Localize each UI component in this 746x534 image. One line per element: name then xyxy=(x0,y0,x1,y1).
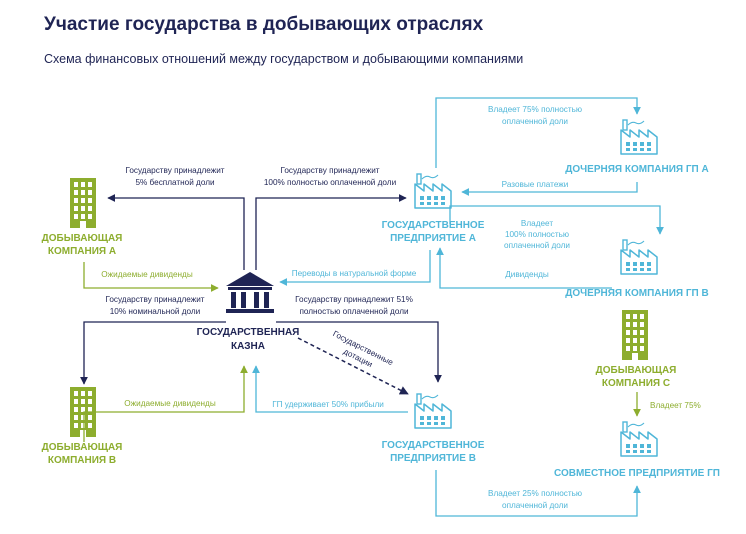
sub-a-label: ДОЧЕРНЯЯ КОМПАНИЯ ГП А xyxy=(565,164,709,175)
edge-se-a-to-sub-b xyxy=(449,205,664,235)
edge-sub-a-payments xyxy=(461,182,638,196)
edge-gov-to-company-b xyxy=(80,321,226,385)
page-subtitle: Схема финансовых отношений между государ… xyxy=(44,52,524,66)
se-b-factory-icon xyxy=(414,393,452,429)
edge-gov-to-se-b xyxy=(276,321,442,383)
edge-gov-to-company-a xyxy=(107,194,245,270)
treasury-icon xyxy=(226,272,274,313)
page-title: Участие государства в добывающих отрасля… xyxy=(44,14,484,35)
edge-se-a-to-sub-a xyxy=(435,97,641,168)
label-one-time-payments: Разовые платежи xyxy=(502,180,569,189)
edge-company-b-dividends xyxy=(83,365,248,442)
edge-in-kind-transfers xyxy=(279,250,431,286)
label-retains-50: ГП удерживает 50% прибыли xyxy=(272,400,384,409)
sub-b-label: ДОЧЕРНЯЯ КОМПАНИЯ ГП В xyxy=(565,288,709,299)
sub-b-factory-icon xyxy=(620,239,658,275)
jv-factory-icon xyxy=(620,421,658,457)
se-a-factory-icon xyxy=(414,173,452,209)
company-c-building-icon xyxy=(622,310,648,360)
edge-company-a-dividends xyxy=(83,262,219,292)
edge-gov-to-se-a xyxy=(255,194,407,270)
jv-label: СОВМЕСТНОЕ ПРЕДПРИЯТИЕ ГП xyxy=(554,468,720,479)
label-gov-owns-51: Государству принадлежит 51%полностью опл… xyxy=(295,295,413,316)
sub-a-factory-icon xyxy=(620,119,658,155)
company-a-building-icon xyxy=(70,178,96,228)
label-in-kind: Переводы в натуральной форме xyxy=(292,269,417,278)
label-expected-dividends-b: Ожидаемые дивиденды xyxy=(124,399,216,408)
label-dividends: Дивиденды xyxy=(505,270,549,279)
edge-sub-b-dividends xyxy=(436,247,612,289)
label-expected-dividends-a: Ожидаемые дивиденды xyxy=(101,270,193,279)
edge-se-b-to-jv xyxy=(435,470,641,517)
label-owns-75: Владеет 75% xyxy=(650,401,701,410)
edge-se-b-retains xyxy=(252,365,408,413)
